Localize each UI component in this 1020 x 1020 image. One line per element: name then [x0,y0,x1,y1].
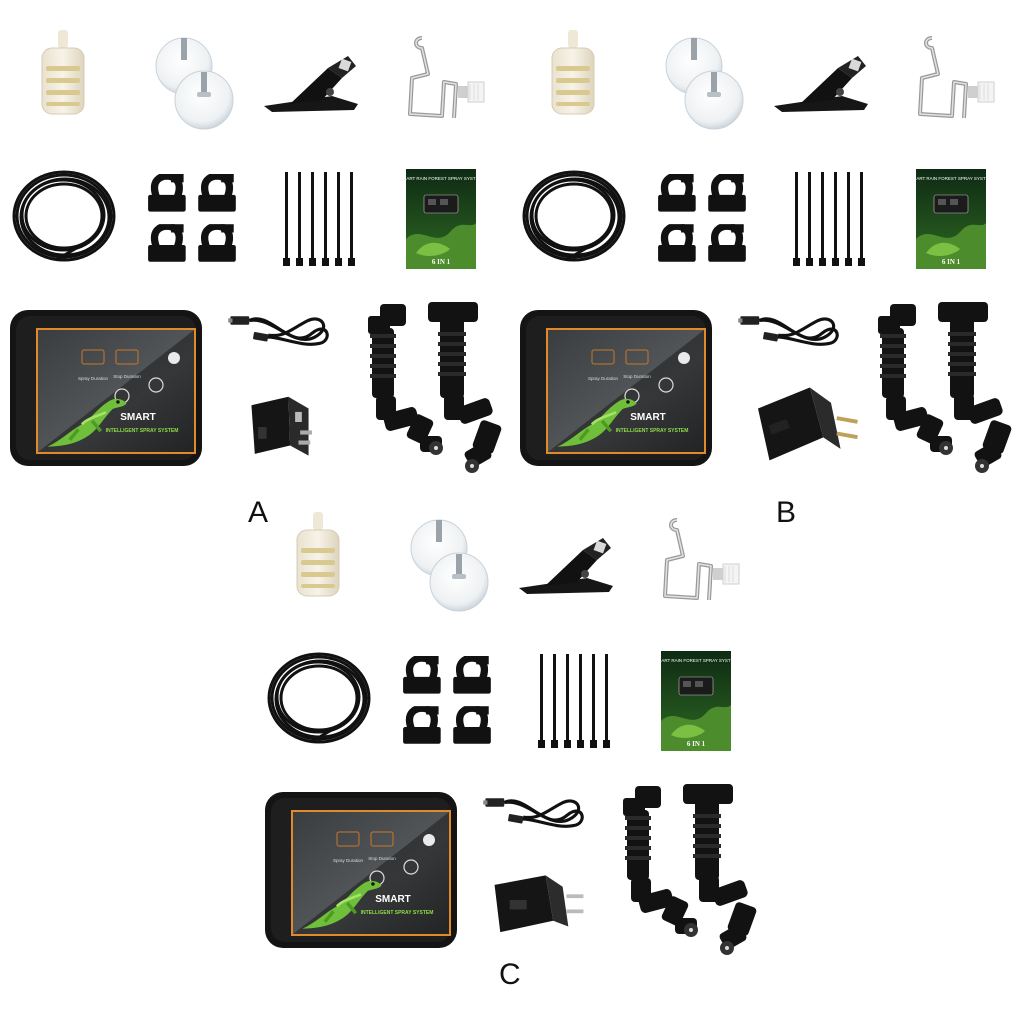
filter-icon [296,512,340,597]
controller-brand: SMART [375,894,411,905]
suction-cup-icon [410,519,489,612]
controller-brand: SMART [630,412,666,423]
stop-duration-label: Stop Duration [368,856,396,861]
kit-a: SMART RAIN FOREST SPRAY SYSTEM 6 IN 1 Sp… [8,28,508,529]
nozzle-assembly-icon [878,302,1013,473]
wire-clip-icon [408,36,486,120]
tube-cutter-icon [519,538,613,594]
manual-booklet: SMART RAIN FOREST SPRAY SYSTEM 6 IN 1 [655,650,738,752]
power-adapter-icon [758,387,858,461]
controller-subtitle: INTELLIGENT SPRAY SYSTEM [616,428,689,434]
stop-duration-label: Stop Duration [113,374,141,379]
manual-booklet: SMART RAIN FOREST SPRAY SYSTEM 6 IN 1 [910,168,993,270]
power-button [148,377,164,393]
suction-cup-icon [155,37,234,130]
controller-subtitle: INTELLIGENT SPRAY SYSTEM [106,428,179,434]
kit-label: B [776,496,797,529]
kit-label: C [499,958,521,991]
spray-duration-label: Spray Duration [333,858,364,863]
tube-clips-icon [403,656,491,744]
filter-icon [551,30,595,115]
tubing-coil-icon [267,652,371,744]
tubing-coil-icon [12,170,116,262]
power-adapter-icon [494,875,584,933]
tube-cutter-icon [774,56,868,112]
manual-title: SMART RAIN FOREST SPRAY SYSTEM [400,176,483,181]
suction-cup-icon [665,37,744,130]
controller-brand: SMART [120,412,156,423]
stop-duration-label: Stop Duration [623,374,651,379]
manual-cover-icon [916,168,986,270]
nozzle-assembly-icon [368,302,503,473]
manual-badge: 6 IN 1 [687,740,706,748]
power-button [403,859,419,875]
kit-illustration: SMART RAIN FOREST SPRAY SYSTEM 6 IN 1 Sp… [10,30,503,473]
tubing-coil-icon [522,170,626,262]
manual-title: SMART RAIN FOREST SPRAY SYSTEM [910,176,993,181]
touch-icon [168,352,180,364]
kit-illustration: SMART RAIN FOREST SPRAY SYSTEM 6 IN 1 Sp… [520,30,1013,473]
controller-subtitle: INTELLIGENT SPRAY SYSTEM [361,910,434,916]
manual-title: SMART RAIN FOREST SPRAY SYSTEM [655,658,738,663]
controller: Spray Duration Stop Duration SMART INTEL… [520,310,712,466]
kit-c: SMART RAIN FOREST SPRAY SYSTEM 6 IN 1 Sp… [263,510,763,1010]
manual-cover-icon [661,650,731,752]
manual-booklet: SMART RAIN FOREST SPRAY SYSTEM 6 IN 1 [400,168,483,270]
manual-badge: 6 IN 1 [432,258,451,266]
usb-cable-icon [738,314,839,346]
usb-cable-icon [483,796,584,828]
kit-illustration: SMART RAIN FOREST SPRAY SYSTEM 6 IN 1 Sp… [265,512,758,955]
tube-clips-icon [658,174,746,262]
wire-clip-icon [663,518,741,602]
manual-badge: 6 IN 1 [942,258,961,266]
spray-duration-label: Spray Duration [588,376,619,381]
nozzle-assembly-icon [623,784,758,955]
filter-icon [41,30,85,115]
touch-icon [678,352,690,364]
cable-ties-icon [538,654,610,748]
wire-clip-icon [918,36,996,120]
cable-ties-icon [283,172,355,266]
usb-cable-icon [228,314,329,346]
tube-cutter-icon [264,56,358,112]
tube-clips-icon [148,174,236,262]
kit-label: A [248,496,269,529]
manual-cover-icon [406,168,476,270]
controller: Spray Duration Stop Duration SMART INTEL… [10,310,202,466]
controller: Spray Duration Stop Duration SMART INTEL… [265,792,457,948]
power-adapter-icon [251,396,312,456]
kit-b: SMART RAIN FOREST SPRAY SYSTEM 6 IN 1 Sp… [518,28,1018,529]
power-button [658,377,674,393]
touch-icon [423,834,435,846]
spray-duration-label: Spray Duration [78,376,109,381]
cable-ties-icon [793,172,865,266]
